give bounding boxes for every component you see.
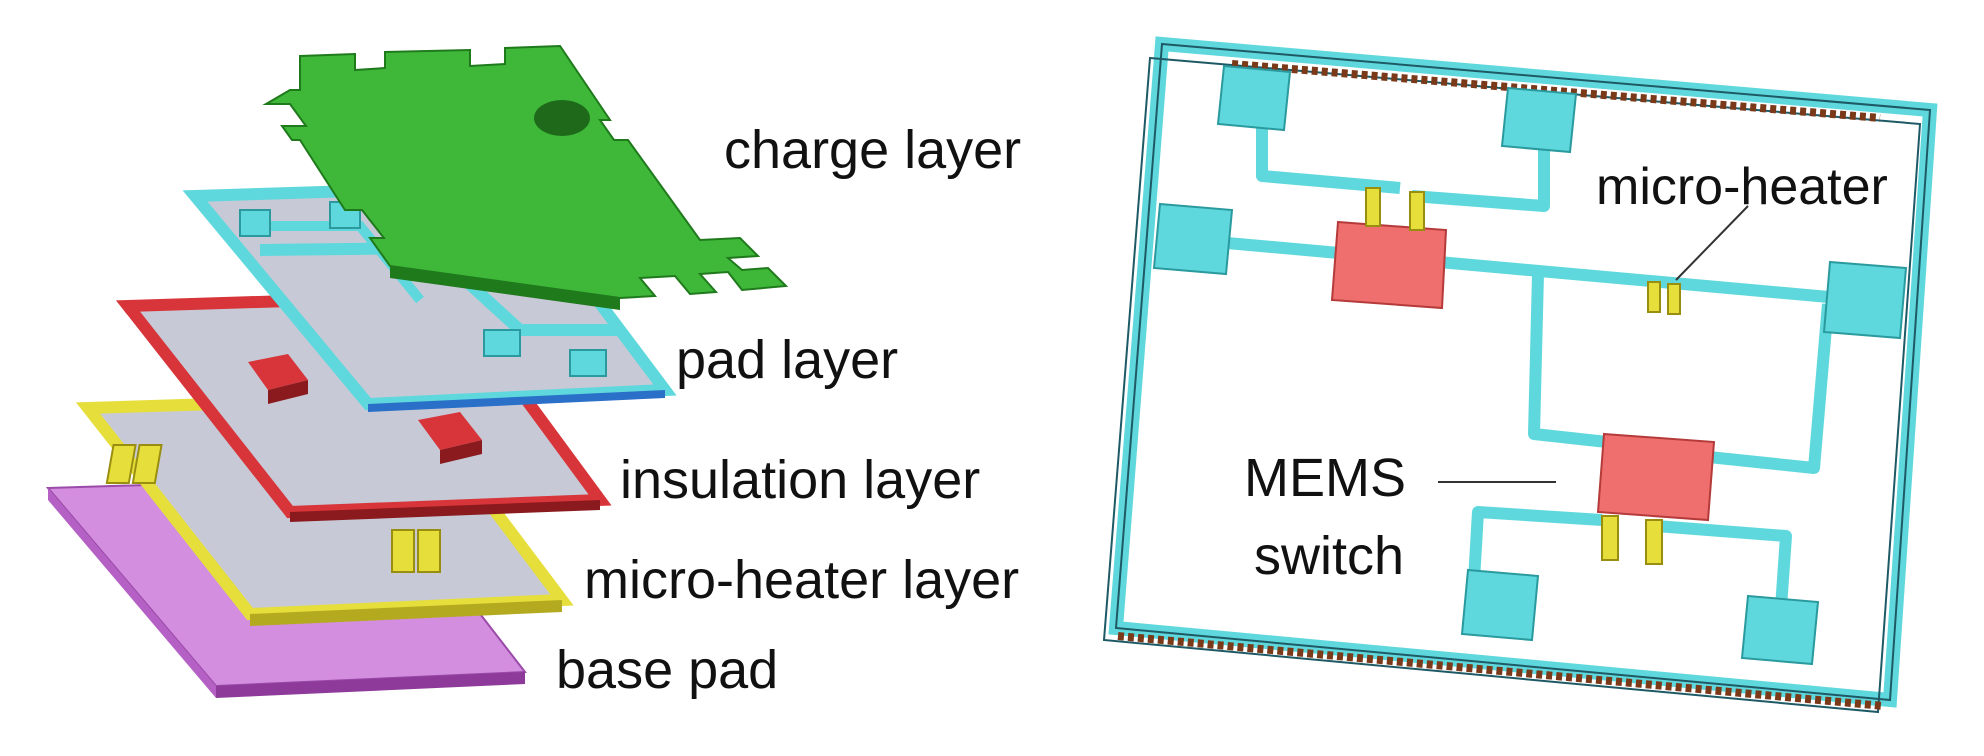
heater-elements bbox=[1365, 187, 1681, 565]
heater-element bbox=[391, 529, 441, 573]
switch-block bbox=[248, 354, 308, 404]
base-pad-label: base pad bbox=[556, 640, 778, 700]
traces bbox=[1193, 110, 1863, 623]
charge-layer-label: charge layer bbox=[724, 120, 1021, 180]
heater-element bbox=[1365, 187, 1381, 227]
micro-heater-layer-label: micro-heater layer bbox=[584, 550, 1019, 610]
pad-block bbox=[1216, 64, 1292, 132]
heater-element bbox=[1647, 281, 1661, 313]
pad-block bbox=[483, 329, 521, 357]
heater-element bbox=[105, 444, 163, 484]
micro-heater-label: micro-heater bbox=[1596, 158, 1888, 216]
pad-block bbox=[1460, 568, 1540, 642]
mems-switch-label-line2: switch bbox=[1254, 526, 1404, 586]
pad-block bbox=[1822, 260, 1908, 340]
left-exploded-stack: charge layer pad layer insulation layer … bbox=[45, 44, 1021, 700]
heater-element bbox=[1667, 283, 1681, 315]
pad-block bbox=[569, 349, 607, 377]
right-top-view: micro-heater MEMS switch bbox=[1102, 36, 1938, 714]
rail-top bbox=[1231, 60, 1881, 122]
rail-bottom bbox=[1117, 632, 1885, 710]
charge-layer bbox=[262, 44, 789, 310]
pad-block bbox=[1152, 202, 1234, 276]
pad-block bbox=[1740, 594, 1820, 666]
heater-element bbox=[1601, 515, 1619, 561]
pad-block bbox=[1500, 86, 1578, 154]
mems-switch-bottom bbox=[1596, 432, 1716, 522]
heater-element bbox=[1645, 519, 1663, 565]
pad-block bbox=[239, 209, 271, 237]
mems-switch-top bbox=[1330, 220, 1448, 310]
insulation-layer-label: insulation layer bbox=[620, 450, 980, 510]
mems-switch-label-line1: MEMS bbox=[1244, 448, 1406, 508]
micro-heater-callout bbox=[1675, 205, 1749, 281]
pad-layer-label: pad layer bbox=[676, 330, 898, 390]
charge-layer-hole bbox=[534, 100, 590, 136]
switch-block bbox=[418, 412, 482, 464]
heater-element bbox=[1409, 191, 1425, 231]
pad-blocks bbox=[1152, 64, 1908, 666]
